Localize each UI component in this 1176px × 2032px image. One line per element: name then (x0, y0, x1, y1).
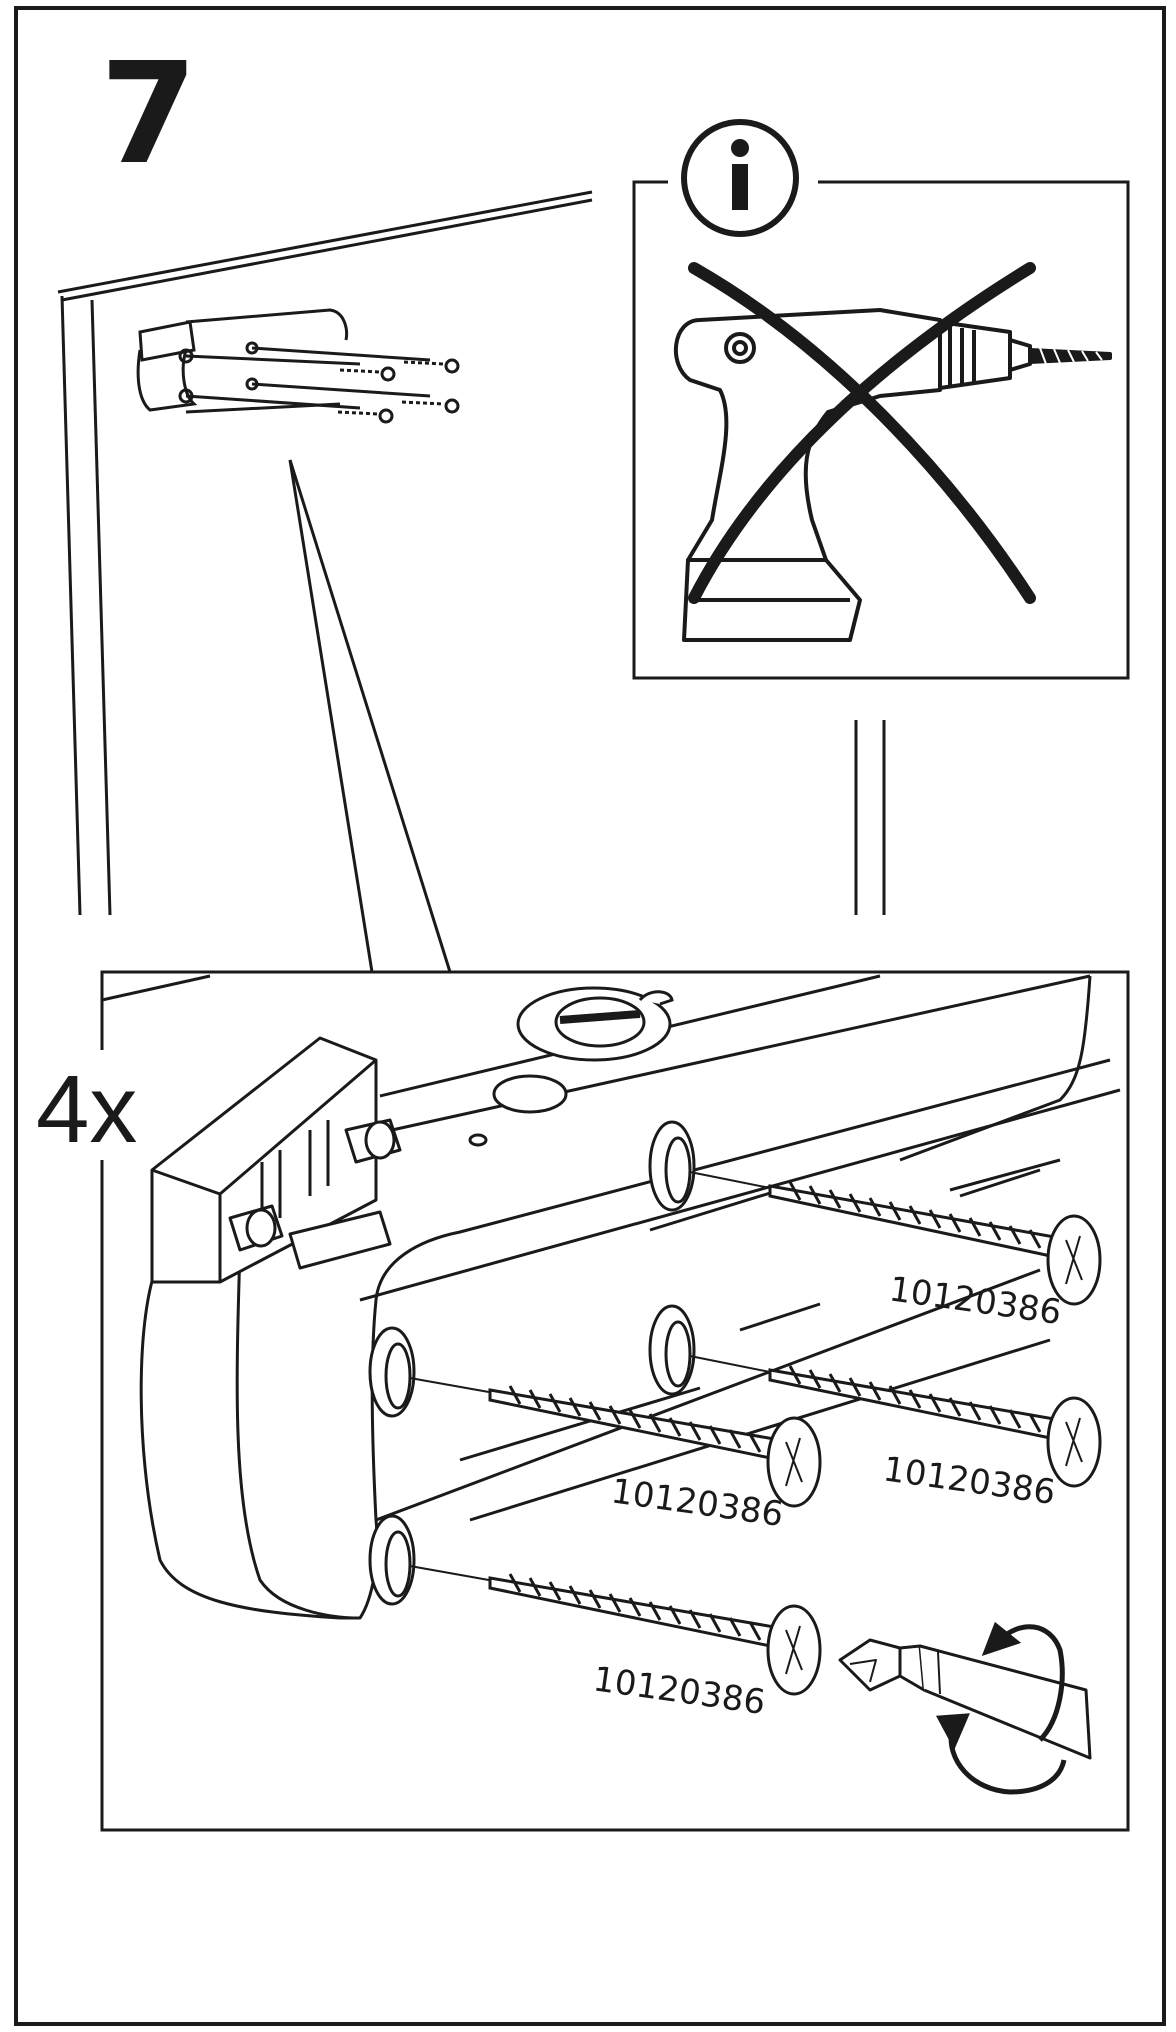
screwdriver-icon (838, 1638, 1092, 1760)
part-number-label: 10120386 (887, 1269, 1064, 1333)
detail-panel: 4x (30, 970, 1130, 1832)
clockwise-rotation-icon (935, 1621, 1067, 1795)
zoom-callout (288, 459, 374, 973)
info-panel-frame (632, 180, 1130, 680)
prohibited-cross-icon (688, 262, 1036, 604)
overview-sketch (57, 190, 886, 973)
locating-peg (344, 1118, 402, 1164)
small-screw (401, 398, 460, 414)
info-icon (681, 119, 799, 237)
cabinet-top-edge-inner (61, 198, 593, 302)
clip-block (150, 1036, 402, 1284)
page-frame (14, 6, 1166, 2026)
cam-adjustment-screw (468, 986, 674, 1147)
small-screw (339, 366, 396, 382)
zoom-callout (288, 459, 452, 973)
screw-hole (368, 1326, 416, 1418)
cabinet-side-edge (60, 295, 82, 916)
cabinet-side-edge-inner (90, 299, 112, 916)
wood-screw (768, 1181, 1102, 1306)
small-hinge-bracket (136, 308, 431, 414)
screw-hole (368, 1514, 416, 1606)
small-screw (337, 408, 394, 424)
info-panel (632, 119, 1130, 680)
wood-screw (488, 1573, 822, 1696)
part-number-label: 10120386 (591, 1659, 768, 1723)
cabinet-top-edge (57, 190, 593, 294)
screw-hole (648, 1120, 696, 1212)
wood-screw (768, 1365, 1102, 1488)
wood-screw (488, 1385, 822, 1508)
locating-peg (228, 1204, 284, 1252)
detail-panel-frame (100, 970, 1130, 1832)
small-screw (403, 358, 460, 374)
quantity-label: 4x (36, 1056, 137, 1163)
part-number-label: 10120386 (609, 1471, 786, 1535)
screw-hole (648, 1304, 696, 1396)
screw-guide-lines (409, 1171, 781, 1583)
part-number-label: 10120386 (881, 1449, 1058, 1513)
step-number: 7 (100, 33, 197, 196)
